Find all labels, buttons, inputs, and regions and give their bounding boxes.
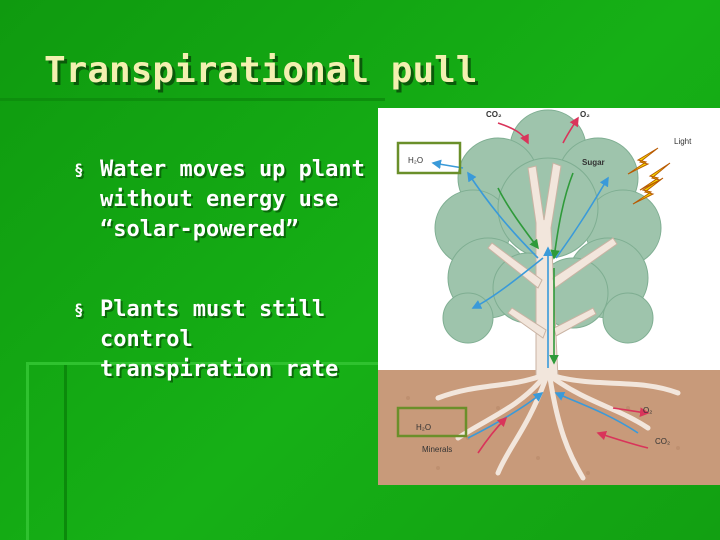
label-co2-top: CO₂ [486,110,502,119]
label-minerals: Minerals [422,445,452,454]
label-o2-bottom: O₂ [643,406,652,415]
highlight-box-leaf-water [396,141,462,175]
bullet-text: Plants must still control transpiration … [100,297,339,382]
decorative-line [64,365,67,540]
label-co2-bottom: CO₂ [655,437,670,446]
bullet-marker-icon: § [74,300,84,319]
decorative-line [26,362,386,365]
decorative-line [0,98,385,101]
label-light: Light [674,137,692,146]
highlight-box-root-water [396,406,468,438]
bullet-marker-icon: § [74,160,84,179]
label-o2-top: O₂ [580,110,590,119]
tree-canopy [434,109,662,344]
label-h2o-top: H₂O [408,156,423,165]
bullet-text: Water moves up plant without energy use [100,157,365,212]
label-h2o-bottom: H₂O [416,423,431,432]
bullet-item: § Water moves up plant without energy us… [74,155,369,245]
tree-transpiration-diagram: CO₂ O₂ Light H₂O Sugar H₂O Minerals O₂ C… [378,108,720,485]
diagram-svg: CO₂ O₂ Light H₂O Sugar H₂O Minerals O₂ C… [378,109,720,485]
label-sugar: Sugar [582,158,605,167]
light-icon [627,147,671,205]
decorative-line [26,365,29,540]
bullet-item: § Plants must still control transpiratio… [74,295,369,385]
slide-title: Transpirational pull [44,50,478,91]
bullet-list: § Water moves up plant without energy us… [74,155,369,385]
bullet-extra-text: “solar-powered” [100,217,299,242]
